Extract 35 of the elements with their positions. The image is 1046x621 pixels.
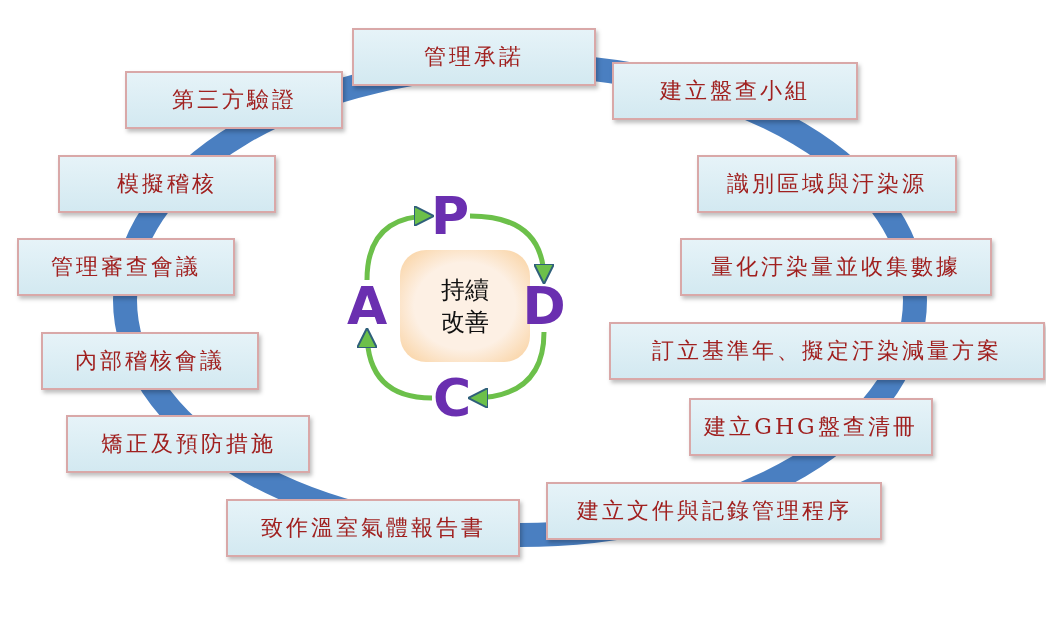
cycle-letter: D xyxy=(522,280,566,332)
curved-arrow xyxy=(469,213,555,285)
step-label: 管理審查會議 xyxy=(51,253,201,281)
step-box xyxy=(58,155,276,213)
step-box xyxy=(689,398,933,456)
step-box xyxy=(609,322,1045,380)
step-box xyxy=(697,155,957,213)
step-label: 管理承諾 xyxy=(424,43,524,71)
cycle-letter: C xyxy=(432,372,472,424)
step-label: 內部稽核會議 xyxy=(75,347,225,375)
curved-arrow xyxy=(356,327,433,401)
step-box xyxy=(226,499,520,557)
curved-arrow xyxy=(364,205,435,281)
step-label: 識別區域與汙染源 xyxy=(727,170,927,198)
step-label: 建立文件與記錄管理程序 xyxy=(576,497,852,525)
step-label: 模擬稽核 xyxy=(117,170,217,198)
step-label: 致作溫室氣體報告書 xyxy=(260,514,486,542)
step-label: 持續改善 xyxy=(440,275,490,338)
step-box xyxy=(66,415,310,473)
step-box xyxy=(612,62,858,120)
step-box xyxy=(41,332,259,390)
step-label: 建立GHG盤查清冊 xyxy=(704,413,918,441)
step-box xyxy=(352,28,596,86)
step-label: 第三方驗證 xyxy=(171,86,297,114)
step-box xyxy=(125,71,343,129)
step-box xyxy=(546,482,882,540)
step-label: 建立盤查小組 xyxy=(660,77,810,105)
step-box xyxy=(680,238,992,296)
step-label: 訂立基準年、擬定汙染減量方案 xyxy=(652,337,1002,365)
cycle-letter: A xyxy=(346,280,388,332)
step-box xyxy=(17,238,235,296)
cycle-letter: P xyxy=(430,190,470,242)
curved-arrow xyxy=(467,331,547,409)
step-label: 矯正及預防措施 xyxy=(100,430,276,458)
step-label: 量化汙染量並收集數據 xyxy=(711,253,961,281)
